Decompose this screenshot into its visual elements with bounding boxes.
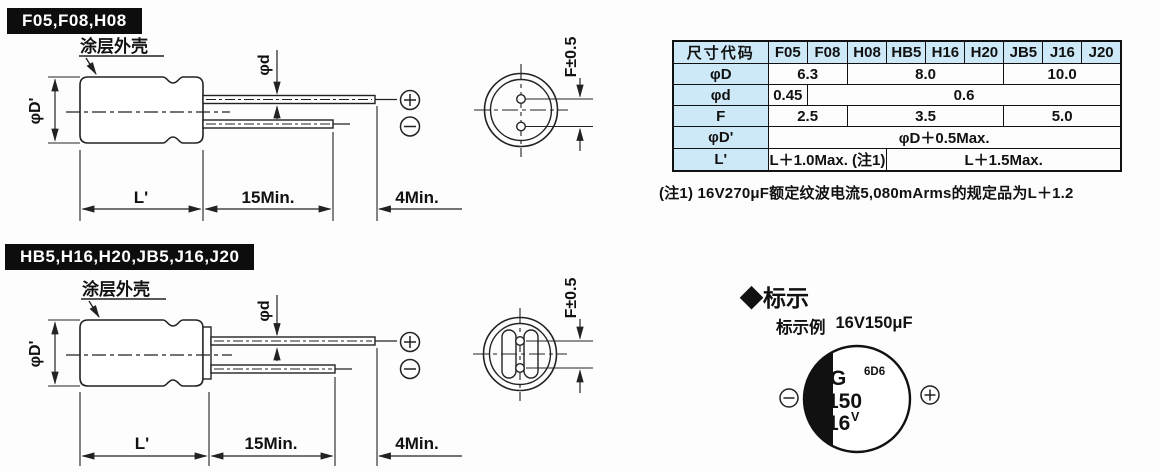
coating-label-2: 涂层外壳 — [82, 279, 150, 299]
table-cell: 0.45 — [767, 84, 809, 106]
Lprime-label-2: L' — [135, 434, 149, 453]
marking-lot-code: 6D6 — [864, 366, 885, 378]
plus-polarity-icon — [920, 385, 940, 405]
vent-slot — [501, 329, 517, 379]
table-row-phiDprime: φD' φD＋0.5Max. — [672, 126, 1122, 149]
tip-length-label-2: 4Min. — [395, 434, 438, 453]
row-label-cell: L' — [672, 148, 769, 172]
coating-arrow — [85, 57, 97, 75]
extension-lines-1 — [79, 106, 378, 221]
marking-section-title: ◆标示 — [740, 285, 809, 311]
capacitor-side-view-2: 涂层外壳 φD' φd — [27, 279, 462, 466]
extension-lines-2 — [79, 348, 378, 466]
row-label-cell: φD' — [672, 126, 769, 149]
plus-polarity-icon — [399, 331, 421, 353]
table-header-cell: F05 — [767, 40, 809, 64]
marking-example-drawing: G 6D6 150 16 V — [779, 344, 940, 454]
marking-example-label: 标示例 — [776, 319, 826, 337]
capacitor-side-view-1: 涂层外壳 φD' φd — [27, 36, 462, 221]
table-header-row: 尺寸代码 F05 F08 H08 HB5 H16 H20 JB5 J16 J20 — [672, 40, 1122, 64]
lead-length-label-2: 15Min. — [245, 434, 298, 453]
lead-hole — [516, 121, 527, 132]
lead-hole — [515, 336, 526, 347]
table-cell: 8.0 — [846, 63, 1005, 85]
tip-length-label-1: 4Min. — [395, 188, 438, 207]
table-row-Lprime: L' L＋1.0Max. (注1) L＋1.5Max. — [672, 148, 1122, 172]
row-label-cell: φD — [672, 63, 769, 85]
table-header-cell: J20 — [1081, 40, 1122, 64]
marking-example-value: 16V150μF — [835, 314, 913, 332]
table-cell: φD＋0.5Max. — [767, 126, 1122, 149]
row-label-cell: φd — [672, 84, 769, 106]
table-header-cell: J16 — [1042, 40, 1083, 64]
table-cell: 2.5 — [767, 105, 848, 127]
marking-voltage-unit: V — [851, 410, 860, 424]
table-row-phiD: φD 6.3 8.0 10.0 — [672, 63, 1122, 85]
section1-label: F05,F08,H08 — [7, 8, 142, 34]
table-header-cell: 尺寸代码 — [672, 40, 769, 64]
coating-label-1: 涂层外壳 — [80, 36, 148, 56]
Lprime-label-1: L' — [134, 188, 148, 207]
marking-capacitance: 150 — [827, 390, 862, 413]
marking-example-caption: 标示例 16V150μF — [776, 314, 913, 338]
phid-label-2: φd — [256, 300, 273, 321]
table-header-cell: HB5 — [886, 40, 927, 64]
table-header-cell: JB5 — [1003, 40, 1044, 64]
capacitor-end-view-1: F±0.5 — [474, 37, 593, 157]
negative-stripe — [803, 351, 833, 447]
dimension-table: 尺寸代码 F05 F08 H08 HB5 H16 H20 JB5 J16 J20… — [672, 40, 1122, 172]
phiDprime-label-1: φD' — [27, 98, 44, 125]
phiDprime-label-2: φD' — [27, 341, 44, 368]
f-tolerance-label-2: F±0.5 — [563, 278, 580, 319]
f-tolerance-label-1: F±0.5 — [563, 37, 580, 78]
marking-voltage: 16 — [827, 412, 850, 435]
table-cell: 6.3 — [767, 63, 848, 85]
row-label-cell: F — [672, 105, 769, 127]
table-cell: 0.6 — [807, 84, 1122, 106]
minus-polarity-icon — [779, 388, 799, 408]
table-header-cell: H08 — [846, 40, 888, 64]
plus-polarity-icon — [399, 89, 421, 111]
phid-label-1: φd — [256, 54, 273, 75]
table-footnote: (注1) 16V270μF额定纹波电流5,080mArms的规定品为L＋1.2 — [659, 185, 1074, 202]
table-row-phid: φd 0.45 0.6 — [672, 84, 1122, 106]
table-cell: L＋1.0Max. (注1) — [767, 148, 888, 172]
lead-length-label-1: 15Min. — [242, 188, 295, 207]
table-header-cell: H20 — [964, 40, 1005, 64]
minus-polarity-icon — [399, 116, 421, 137]
table-header-cell: H16 — [925, 40, 966, 64]
lead-hole — [515, 363, 526, 374]
capacitor-end-view-2: F±0.5 — [473, 278, 593, 401]
seal-flange — [202, 326, 212, 380]
table-cell: 3.5 — [846, 105, 1005, 127]
table-cell: 10.0 — [1003, 63, 1122, 85]
vent-slot — [523, 329, 539, 379]
marking-series-code: G — [830, 367, 846, 390]
table-row-F: F 2.5 3.5 5.0 — [672, 105, 1122, 127]
table-header-cell: F08 — [807, 40, 848, 64]
capacitor-body-2 — [79, 319, 204, 387]
capacitor-body-1 — [79, 76, 204, 144]
table-cell: 5.0 — [1003, 105, 1122, 127]
section2-label: HB5,H16,H20,JB5,J16,J20 — [5, 244, 255, 270]
table-cell: L＋1.5Max. — [886, 148, 1122, 172]
minus-polarity-icon — [399, 358, 421, 380]
lead-hole — [516, 93, 527, 104]
